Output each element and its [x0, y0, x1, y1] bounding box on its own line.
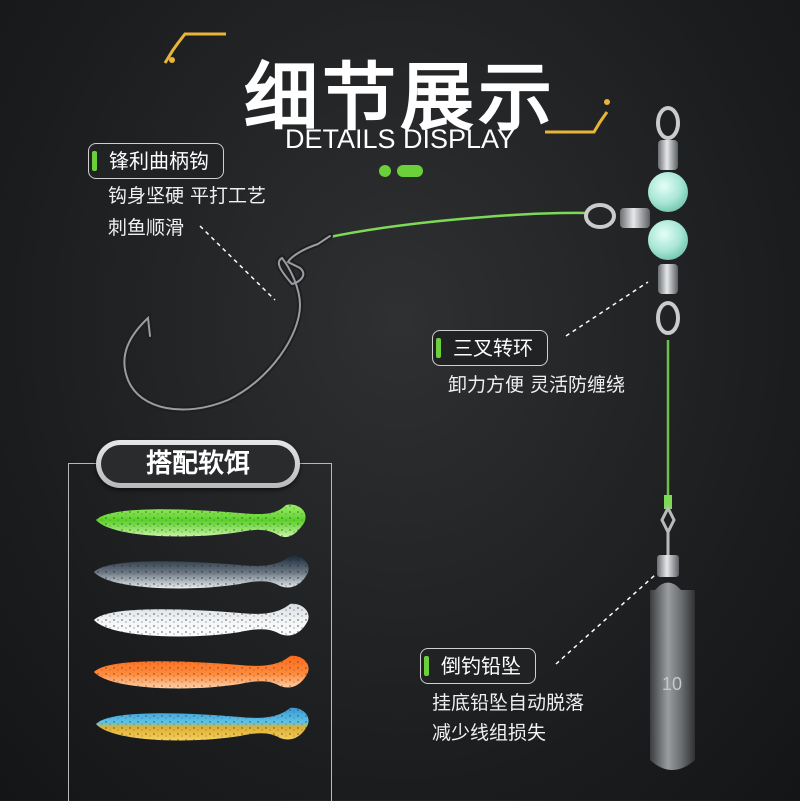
swivel-leader-line: [565, 281, 649, 337]
sinker-icon: 10: [650, 495, 695, 770]
page-subtitle: DETAILS DISPLAY: [284, 124, 516, 154]
sinker-desc-line-1: 挂底铅坠自动脱落: [432, 692, 585, 714]
corner-bracket-top-left: [163, 32, 226, 64]
indicator-pill: [397, 165, 423, 177]
hook-desc-line-1: 钩身坚硬 平打工艺: [108, 185, 267, 207]
tag-accent-bar: [436, 338, 441, 358]
sinker-leader-line: [555, 574, 656, 665]
soft-lure-header: 搭配软饵: [96, 440, 300, 488]
three-way-swivel-icon: [584, 106, 688, 335]
lure-green: [96, 504, 306, 538]
corner-dot-right: [604, 99, 610, 105]
lure-blue-gold: [96, 707, 309, 741]
leader-line: [324, 211, 589, 240]
sinker-feature-tag: 倒钓铅坠: [420, 648, 536, 684]
hook-feature-label: 锋利曲柄钩: [109, 149, 209, 173]
sinker-feature-label: 倒钓铅坠: [441, 654, 521, 678]
soft-lure-title: 搭配软饵: [101, 445, 295, 483]
sinker-desc-line-2: 减少线组损失: [432, 722, 547, 744]
corner-dot-left: [169, 57, 175, 63]
tag-accent-bar: [424, 656, 429, 676]
tag-accent-bar: [92, 151, 97, 171]
hook-feature-tag: 锋利曲柄钩: [88, 143, 224, 179]
hook-desc-line-2: 刺鱼顺滑: [108, 217, 185, 239]
lure-white-clear: [94, 603, 309, 637]
corner-bracket-right: [545, 111, 609, 134]
hook-leader-line: [199, 225, 276, 301]
lure-black-clear: [94, 555, 309, 589]
indicator-dot: [379, 165, 391, 177]
hook-icon: [121, 233, 333, 413]
lure-orange: [94, 655, 309, 689]
page-title: 细节展示: [244, 55, 556, 141]
swivel-feature-label: 三叉转环: [453, 336, 533, 360]
swivel-feature-tag: 三叉转环: [432, 330, 548, 366]
swivel-desc-line-1: 卸力方便 灵活防缠绕: [448, 374, 626, 396]
sinker-weight-mark: 10: [662, 674, 682, 694]
